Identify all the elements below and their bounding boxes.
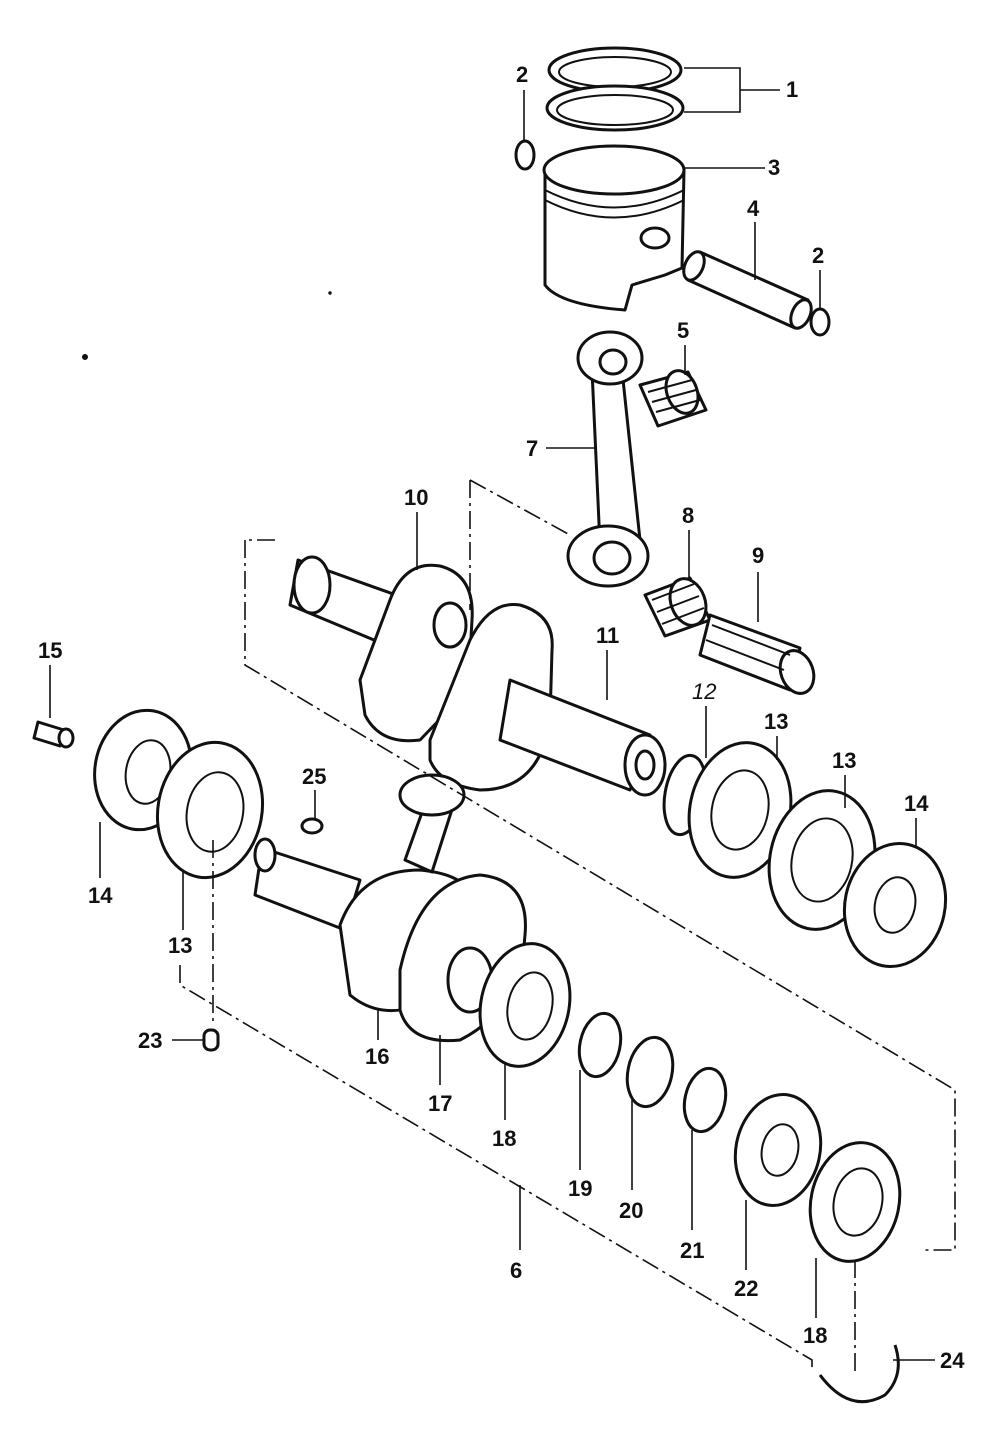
- callout-7: 7: [526, 436, 538, 461]
- dowel-pin: [202, 1028, 220, 1052]
- bearing-lower-right: [808, 1141, 902, 1263]
- connecting-rod: [566, 330, 650, 588]
- big-end-needle-bearing: [643, 576, 712, 638]
- piston: [542, 144, 686, 312]
- callout-24: 24: [940, 1348, 965, 1373]
- callout-3: 3: [768, 155, 780, 180]
- callout-18a: 18: [492, 1126, 516, 1151]
- callout-23: 23: [138, 1028, 162, 1053]
- crankshaft-upper: [288, 555, 667, 797]
- seal-20: [625, 1035, 675, 1109]
- callout-6: 6: [510, 1258, 522, 1283]
- callout-20: 20: [619, 1198, 643, 1223]
- callout-22: 22: [734, 1276, 758, 1301]
- callout-13a: 13: [764, 709, 788, 734]
- piston-pin: [682, 250, 813, 330]
- woodruff-key: [300, 817, 324, 835]
- callout-14a: 14: [904, 791, 929, 816]
- callout-12: 12: [692, 679, 716, 704]
- oil-seal-22: [733, 1093, 823, 1207]
- callout-2b: 2: [812, 243, 824, 268]
- callout-16: 16: [365, 1044, 389, 1069]
- callout-18b: 18: [803, 1323, 827, 1348]
- scan-dot: [82, 354, 88, 360]
- callout-25: 25: [302, 764, 326, 789]
- callout-2a: 2: [516, 62, 528, 87]
- bearing-lower-center: [478, 942, 572, 1068]
- callout-11: 11: [596, 623, 619, 648]
- callout-4: 4: [747, 196, 760, 221]
- callout-9: 9: [752, 543, 764, 568]
- callout-10: 10: [404, 485, 428, 510]
- callout-14b: 14: [88, 883, 113, 908]
- callout-19: 19: [568, 1176, 592, 1201]
- oil-seal-right: [842, 841, 948, 969]
- circlip-left: [514, 139, 536, 171]
- scan-dot: [328, 291, 332, 295]
- spacer-ring-21: [682, 1066, 728, 1134]
- callout-17: 17: [428, 1091, 452, 1116]
- callout-13b: 13: [832, 748, 856, 773]
- small-end-needle-bearing: [638, 369, 708, 428]
- callout-21: 21: [680, 1238, 704, 1263]
- spacer-ring-19: [577, 1011, 623, 1079]
- snap-ring: [818, 1344, 900, 1404]
- assembly-lines: [179, 479, 956, 1375]
- callout-labels: 1 2 2 3 4 5 6 7 8 9 10 11 12 13 13 13 14…: [38, 62, 965, 1373]
- circlip-right: [809, 307, 831, 337]
- piston-rings: [545, 46, 685, 132]
- callout-8: 8: [682, 503, 694, 528]
- callout-13c: 13: [168, 933, 192, 958]
- callout-15: 15: [38, 638, 62, 663]
- leader-lines: [49, 67, 935, 1361]
- callout-5: 5: [677, 318, 689, 343]
- crank-pin: [698, 613, 816, 695]
- callout-1: 1: [786, 77, 798, 102]
- bearing-left: [155, 740, 265, 880]
- plug: [32, 720, 75, 749]
